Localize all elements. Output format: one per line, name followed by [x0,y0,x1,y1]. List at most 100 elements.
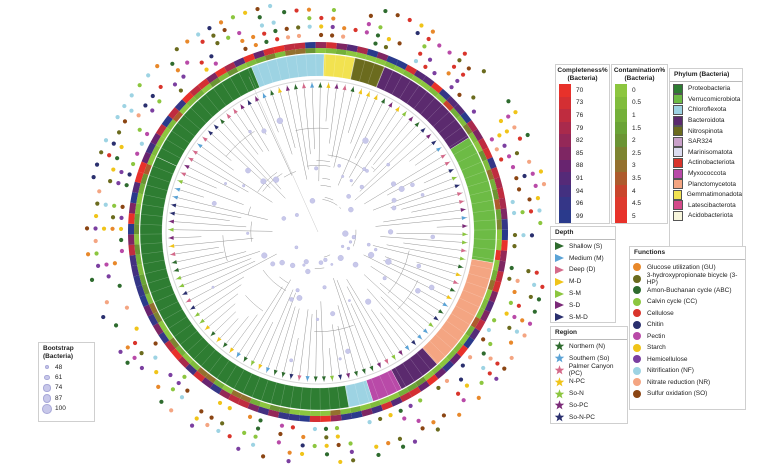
bootstrap-node [351,235,356,240]
bootstrap-node [289,358,294,363]
completeness-ring-segment [128,213,135,224]
depth-marker [440,154,446,159]
function-dot [415,30,420,36]
function-dot [460,72,466,77]
bootstrap-node [388,229,394,235]
depth-marker [302,83,307,89]
function-dot [538,169,544,174]
tree-branch [222,316,249,348]
function-legend-item: Chitin [630,319,745,331]
band-divider [156,156,177,167]
function-legend-item: 3-hydroxypropionate bicycle (3-HP) [630,272,745,286]
star-icon [554,412,565,422]
contamination-ring-segment [264,53,276,61]
tree-branch [372,176,458,211]
bootstrap-node [338,357,342,361]
tree-branch [372,245,464,268]
band-divider [451,313,470,325]
function-dot [486,327,492,333]
tree-branch [303,82,311,155]
depth-marker [398,350,403,356]
phylum-label: SAR324 [688,138,713,146]
function-dot [353,27,358,33]
function-dot [312,426,318,432]
tree-branch [383,208,467,223]
contamination-ring-segment [140,173,149,185]
function-dot [487,371,492,376]
tree-arc [314,325,354,332]
bootstrap-node [345,348,351,354]
function-dot [137,83,142,88]
phylum-label: Actinobacteriota [688,159,735,167]
bootstrap-node [323,257,328,262]
tree-branch [172,196,268,220]
depth-marker [461,240,468,245]
function-dot [520,210,525,215]
function-dot [514,176,519,181]
band-divider [305,54,308,77]
function-dot [106,274,111,279]
function-dot [349,449,354,455]
tree-arc [279,276,289,284]
function-dot [139,365,145,371]
function-dot [218,20,224,25]
completeness-ring-segment [315,42,327,49]
contamination-ring-segment [459,333,470,345]
completeness-ring-segment [422,75,435,87]
contamination-ring-segment [452,341,464,353]
completeness-ring-segment [128,223,135,235]
contamination-ring-segment [134,244,141,255]
tree-branch [383,260,456,292]
completeness-ring-segment [371,404,383,414]
contamination-ring-segment [160,127,171,139]
function-label: Nitrate reduction (NR) [647,378,711,386]
phylum-legend-item: Gemmatimonadota [670,189,742,200]
function-dot [122,119,128,124]
contamination-ring-segment [299,410,311,416]
tree-branch [226,113,259,155]
band-divider [310,387,312,410]
depth-label: Deep (D) [569,266,596,274]
band-divider [438,119,456,134]
depth-marker [222,342,228,348]
band-divider [197,100,213,118]
completeness-ring-segment [167,107,180,120]
bootstrap-node [294,245,299,250]
tree-branch [250,321,274,367]
depth-marker [461,216,467,221]
depth-marker [170,252,176,256]
function-dot [157,99,162,104]
contamination-ring-segment [135,254,142,266]
tree-branch [315,309,318,382]
band-divider [354,383,360,406]
band-divider [441,327,459,342]
function-dot [119,215,124,220]
phylum-legend-item: Chloroflexota [670,104,742,116]
completeness-scale-step: 85 [559,146,609,160]
completeness-ring-segment [224,61,237,73]
contamination-ring-segment [431,363,443,375]
bootstrap-node [337,164,341,168]
function-dot [368,13,373,18]
depth-marker [391,354,396,360]
completeness-scale-label: 79 [576,124,584,132]
contamination-ring-segment [462,123,473,135]
function-dot [185,60,190,65]
phylum-color-swatch [673,126,683,137]
completeness-scale-step: 99 [559,209,609,223]
contamination-ring-segment [406,382,418,392]
function-dot [282,9,287,15]
phylum-legend-item: Acidobacteriota [670,210,742,222]
function-dot [335,434,340,439]
bootstrap-node [245,167,251,174]
contamination-scale-label: 2 [632,137,636,145]
function-legend-item: Cellulose [630,308,745,320]
depth-marker [171,203,177,208]
contamination-ring-segment [423,370,435,381]
function-dot [530,171,535,176]
function-dot [243,46,248,51]
depth-legend-item: Medium (M) [551,252,615,264]
function-dot [139,141,144,146]
contamination-ring-segment [305,48,316,54]
band-divider [154,293,175,303]
